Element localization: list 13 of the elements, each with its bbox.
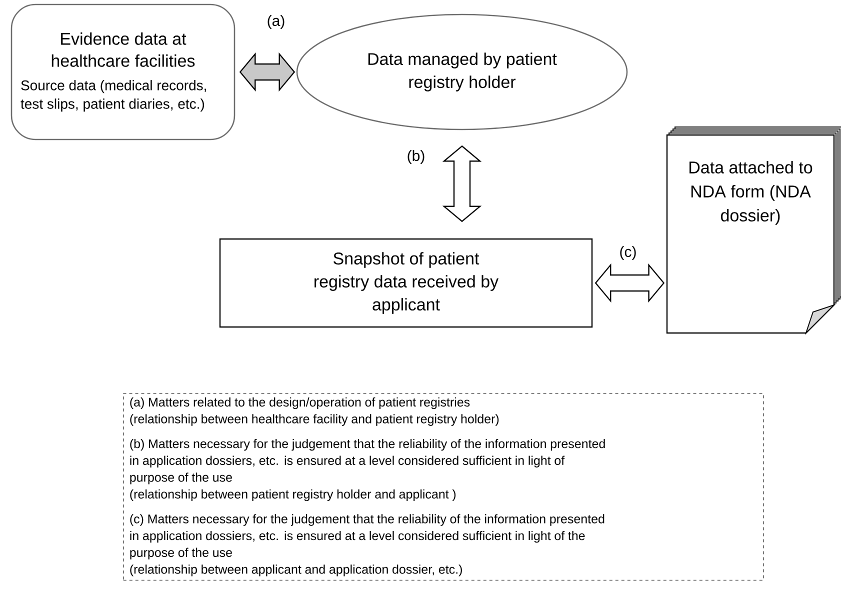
note-text: (b) Matters necessary for the judgement that the reliability of the information presented in application dossiers, etc. is ensured at a level considered sufficient in light of purpose of the use [130, 438, 605, 484]
note-text: (c) Matters necessary for the judgement that the reliability of the information presented in application dossiers, etc. is ensured at a level considered sufficient in light of the purpose of the use [130, 514, 604, 560]
edge-label: (a) [268, 15, 284, 29]
note-text: (relationship between healthcare facility and patient registry holder) [130, 414, 499, 426]
rounded-box: Evidence data at healthcare facilities Source data (medical records, test slips, patient diaries, etc.) [10, 4, 236, 140]
note-text: (relationship between patient registry holder and applicant ) [130, 489, 456, 502]
note-box [123, 393, 764, 581]
edge-label: (b) [408, 150, 424, 164]
note-text: (relationship between applicant and application dossier, etc.) [130, 564, 462, 576]
edge-label: (c) [620, 246, 636, 260]
node-label: Data attached to NDA form (NDA dossier) [690, 161, 812, 225]
note-text: (a) Matters related to the design/operation of patient registries [130, 397, 470, 410]
process-box: Snapshot of patient registry data received by applicant [219, 238, 593, 328]
